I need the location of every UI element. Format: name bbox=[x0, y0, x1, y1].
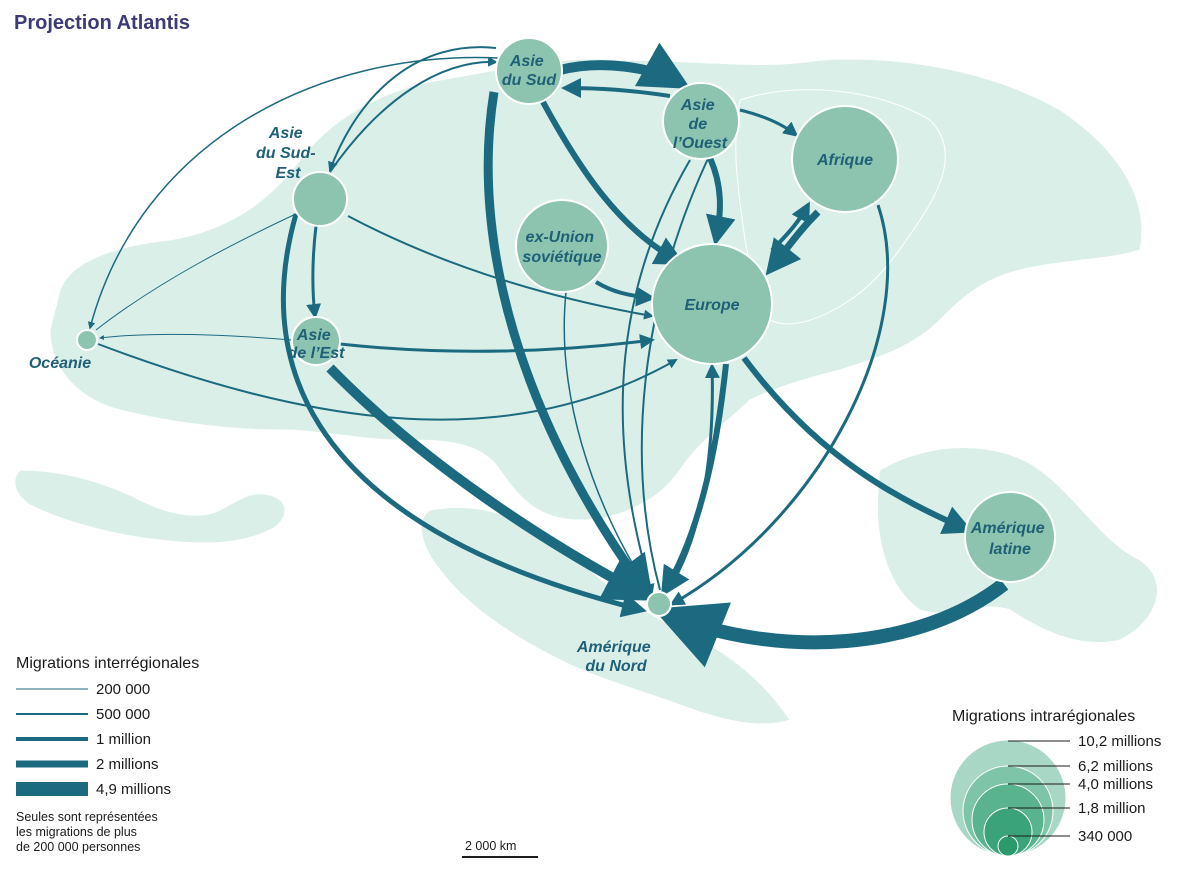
arctic-landmass bbox=[14, 469, 286, 544]
legend-intra-label-4: 1,8 million bbox=[1078, 800, 1146, 817]
flow-sudest-sud bbox=[329, 56, 498, 173]
flow-urss-amnord bbox=[563, 291, 651, 594]
legend-label-2m: 2 millions bbox=[96, 756, 159, 773]
node-amerique-latine[interactable] bbox=[964, 491, 1056, 583]
node-asie-de-est[interactable] bbox=[291, 316, 341, 366]
flow-urss-europe bbox=[594, 280, 656, 307]
flow-afrique-europe bbox=[765, 209, 821, 276]
legend-intraregional: Migrations intrarégionales 10,2 millions… bbox=[949, 708, 1161, 857]
label-amerique-du-nord: Amérique du Nord bbox=[576, 639, 655, 675]
legend-label-500k: 500 000 bbox=[96, 706, 150, 723]
label-amerique-latine: Amérique latine bbox=[970, 520, 1049, 558]
flow-amnord-ouest bbox=[640, 148, 714, 591]
flow-europe-amlatine bbox=[741, 356, 974, 535]
label-asie-de-ouest: Asie de l’Ouest bbox=[673, 97, 728, 152]
legend-intra-label-3: 4,0 millions bbox=[1078, 776, 1153, 793]
flow-sudest-europe bbox=[347, 215, 654, 320]
node-afrique[interactable] bbox=[791, 105, 899, 213]
flow-oceanie-europe bbox=[97, 343, 678, 421]
region-nodes bbox=[76, 37, 1056, 617]
flow-afrique-amnord bbox=[669, 204, 890, 606]
legend-circle-340k bbox=[997, 835, 1019, 857]
node-asie-de-ouest[interactable] bbox=[662, 82, 740, 160]
node-amerique-du-nord[interactable] bbox=[646, 591, 672, 617]
legend-inter-title: Migrations interrégionales bbox=[16, 655, 199, 672]
flow-europe-afrique bbox=[770, 201, 810, 252]
legend-label-1m: 1 million bbox=[96, 731, 151, 748]
land-layer bbox=[14, 58, 1158, 725]
node-ex-urss[interactable] bbox=[515, 199, 609, 293]
node-asie-du-sud[interactable] bbox=[495, 37, 563, 105]
flow-amnord-europe bbox=[666, 363, 720, 591]
legend-intra-title: Migrations intrarégionales bbox=[952, 708, 1135, 725]
node-europe[interactable] bbox=[651, 243, 773, 365]
scale-bar-label: 2 000 km bbox=[465, 839, 516, 853]
legend-label-200k: 200 000 bbox=[96, 681, 150, 698]
label-ex-urss: ex-Union soviétique bbox=[522, 229, 601, 266]
label-europe: Europe bbox=[684, 297, 739, 314]
flow-sudest-amnord bbox=[280, 213, 647, 618]
flow-ouest-afrique bbox=[739, 108, 799, 137]
flow-sud-asie-ouest bbox=[558, 42, 691, 89]
flow-amlatine-amnord bbox=[653, 578, 1009, 668]
legend-note-3: de 200 000 personnes bbox=[16, 840, 140, 854]
label-asie-de-est: Asie de l’Est bbox=[288, 327, 346, 362]
node-oceanie[interactable] bbox=[76, 329, 98, 351]
flow-estasie-europe bbox=[339, 334, 655, 353]
label-afrique: Afrique bbox=[816, 152, 873, 169]
region-labels: Asie du Sud Asie de l’Ouest Afrique Asie… bbox=[29, 53, 1049, 675]
flow-estasie-oceanie bbox=[99, 333, 293, 341]
legend-interregional: Migrations interrégionales 200 000 500 0… bbox=[16, 655, 199, 854]
legend-intra-label-1: 10,2 millions bbox=[1078, 733, 1161, 750]
label-asie-du-sud: Asie du Sud bbox=[502, 53, 557, 89]
flow-layer bbox=[87, 42, 1009, 668]
legend-intra-label-5: 340 000 bbox=[1078, 828, 1132, 845]
scale-bar: 2 000 km bbox=[462, 839, 538, 858]
flow-sud-oceanie bbox=[87, 56, 499, 330]
flow-oceanie-sudest bbox=[95, 211, 301, 331]
flow-estasie-amnord bbox=[326, 364, 655, 601]
flow-asie-ouest-sud bbox=[561, 78, 671, 99]
flow-sud-amnord bbox=[483, 91, 654, 602]
label-oceanie: Océanie bbox=[29, 355, 91, 372]
legend-intra-label-2: 6,2 millions bbox=[1078, 758, 1153, 775]
map-title: Projection Atlantis bbox=[14, 12, 190, 34]
flow-sud-sudest bbox=[328, 46, 497, 172]
flow-sud-europe bbox=[540, 100, 686, 265]
flow-ouest-amnord bbox=[621, 159, 691, 594]
legend-note-2: les migrations de plus bbox=[16, 825, 137, 839]
label-asie-du-sud-est: Asie du Sud- Est bbox=[256, 125, 320, 182]
flow-ouest-europe bbox=[705, 156, 736, 246]
node-asie-du-sud-est[interactable] bbox=[292, 171, 348, 227]
flow-sudest-estasie bbox=[306, 225, 322, 319]
legend-label-4-9m: 4,9 millions bbox=[96, 781, 171, 798]
legend-note-1: Seules sont représentées bbox=[16, 810, 158, 824]
